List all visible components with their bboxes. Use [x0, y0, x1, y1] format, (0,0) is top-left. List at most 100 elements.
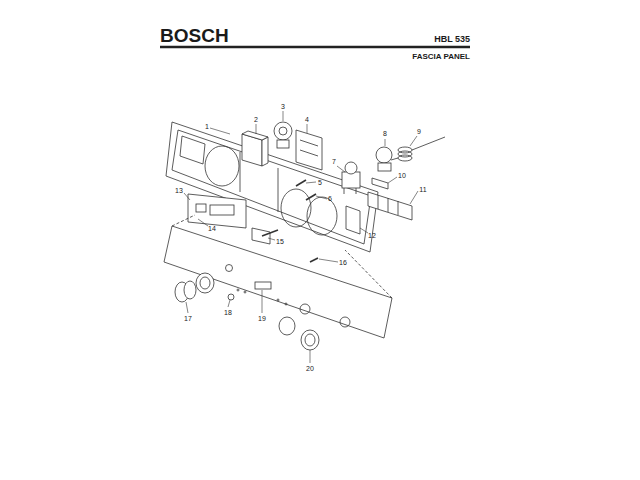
drawing-stroke [319, 259, 338, 262]
drawing-stroke [398, 155, 412, 161]
support-bracket [252, 228, 278, 244]
callout-number: 9 [417, 128, 421, 135]
drawing-stroke [166, 122, 378, 252]
drawing-stroke [307, 124, 308, 133]
drawing-stroke [310, 258, 318, 262]
thermostat [376, 137, 445, 171]
drawing-stroke [376, 147, 392, 163]
circuit-board [296, 130, 322, 170]
drawing-stroke [237, 289, 239, 291]
control-panel [164, 215, 392, 338]
drawing-stroke [388, 177, 397, 183]
callout-number: 3 [281, 103, 285, 110]
callout-number: 6 [328, 195, 332, 202]
drawing-stroke [388, 198, 389, 212]
drawing-stroke [385, 139, 386, 146]
drawing-stroke [228, 294, 234, 300]
drawing-stroke [188, 194, 246, 228]
drawing-stroke [262, 290, 263, 313]
drawing-stroke [391, 158, 398, 160]
drawing-stroke [345, 162, 357, 174]
drawing-stroke [242, 131, 268, 140]
drawing-stroke [255, 282, 271, 289]
drawing-stroke [198, 219, 208, 226]
clip [372, 178, 388, 189]
callout-number: 19 [258, 315, 266, 322]
drawing-stroke [305, 334, 315, 346]
drawing-stroke [306, 182, 316, 183]
drawing-stroke [300, 304, 310, 314]
drawing-stroke [210, 205, 234, 215]
drawing-stroke [279, 127, 287, 135]
drawing-stroke [172, 215, 195, 226]
knob [175, 273, 214, 302]
drawing-stroke [205, 146, 239, 186]
drawing-stroke [196, 204, 206, 212]
drawing-stroke [296, 130, 322, 170]
drawing-stroke [262, 230, 278, 236]
drawing-stroke [164, 226, 392, 338]
drawing-stroke [172, 130, 371, 244]
drawing-stroke [274, 122, 292, 140]
drawing-stroke [368, 192, 412, 220]
display-module [188, 194, 246, 228]
drawing-stroke [378, 163, 391, 171]
terminal-block [368, 192, 412, 220]
drawing-stroke [226, 265, 233, 272]
drawing-stroke [285, 303, 287, 305]
drawing-stroke [186, 302, 188, 313]
fascia-frame [166, 122, 378, 252]
callout-number: 17 [184, 315, 192, 322]
drawing-stroke [301, 330, 319, 350]
drawing-stroke [356, 188, 357, 194]
drawing-stroke [296, 180, 306, 186]
callout-number: 12 [368, 232, 376, 239]
callout-number: 2 [254, 116, 258, 123]
callout-number: 20 [306, 365, 314, 372]
knob-ring [279, 317, 319, 350]
drawing-stroke [316, 196, 327, 199]
drawing-stroke [279, 317, 295, 335]
drawing-stroke [345, 250, 392, 298]
diagram-heading: FASCIA PANEL [412, 53, 470, 61]
drawing-stroke [184, 193, 190, 200]
rotary-switch [274, 122, 292, 148]
drawing-stroke [283, 111, 284, 121]
header-rule [160, 46, 470, 49]
drawing-stroke [300, 140, 318, 146]
drawing-stroke [252, 228, 270, 244]
drawing-stroke [398, 151, 412, 157]
drawing-stroke [228, 300, 230, 307]
drawing-stroke [398, 147, 412, 153]
drawing-stroke [196, 273, 214, 293]
drawing-stroke [307, 197, 337, 235]
button [228, 294, 234, 300]
drawing-stroke [184, 281, 196, 299]
drawing-stroke [340, 317, 350, 327]
callout-number: 10 [398, 172, 406, 179]
switch-bracket [242, 131, 268, 166]
selector-switch [342, 162, 360, 194]
drawing-stroke [337, 166, 345, 172]
drawing-stroke [346, 206, 360, 234]
callout-number: 18 [224, 309, 232, 316]
drawing-stroke [256, 124, 257, 134]
drawing-stroke [412, 137, 445, 150]
drawing-stroke [244, 291, 246, 293]
leader-lines [184, 111, 418, 363]
drawing-stroke [372, 178, 388, 189]
drawing-stroke [378, 195, 379, 209]
drawing-stroke [277, 140, 289, 148]
callout-number: 15 [276, 238, 284, 245]
drawing-stroke [398, 201, 399, 215]
drawing-stroke [300, 150, 318, 156]
callout-number: 16 [339, 259, 347, 266]
brand-logo: BOSCH [160, 26, 229, 45]
callout-number: 14 [208, 225, 216, 232]
callout-number: 13 [175, 187, 183, 194]
drawing-stroke [278, 168, 279, 212]
drawing-stroke [310, 350, 311, 363]
callout-number: 7 [332, 158, 336, 165]
